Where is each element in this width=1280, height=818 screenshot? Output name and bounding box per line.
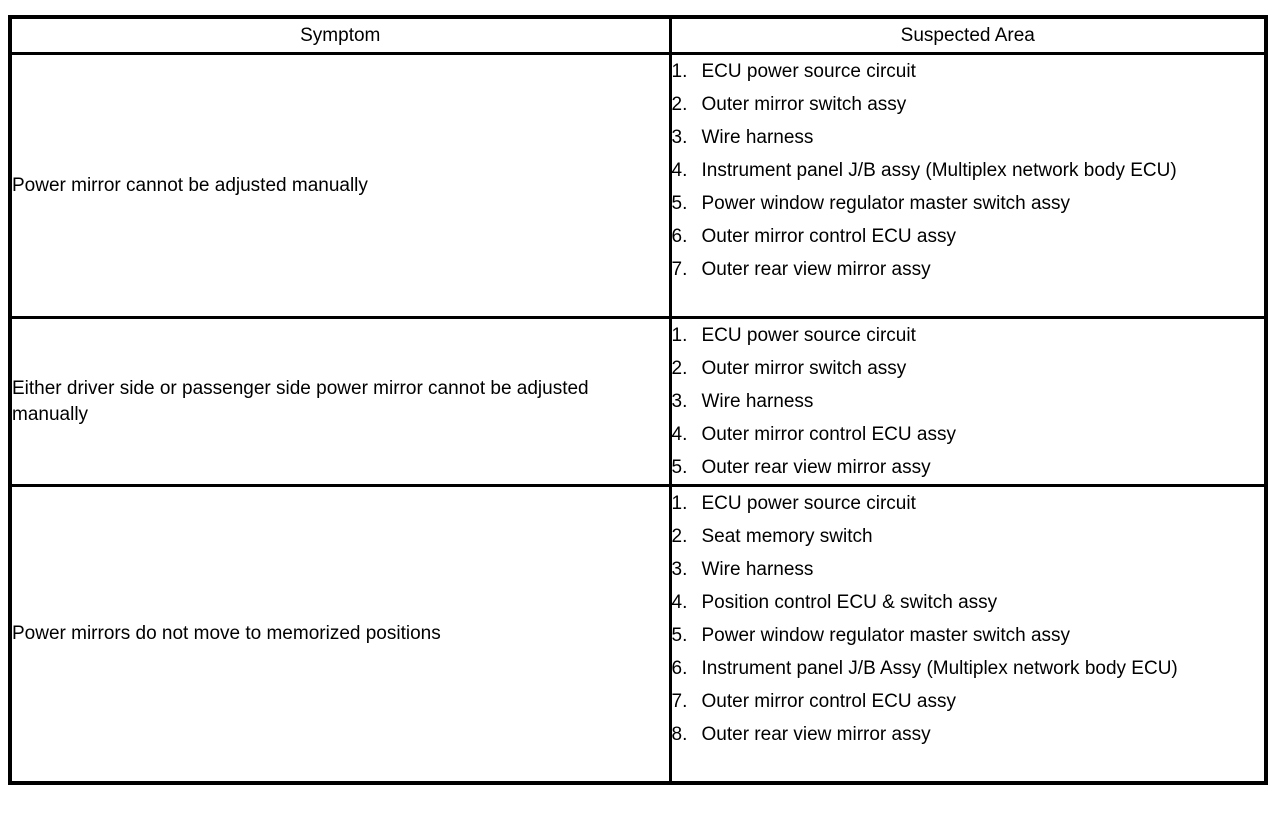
list-item-text: Seat memory switch: [701, 526, 873, 547]
suspected-area-column-header: Suspected Area: [668, 15, 1268, 55]
list-item-number: 7.: [671, 259, 688, 280]
list-item: 6. Outer mirror control ECU assy: [672, 220, 1265, 253]
list-item-number: 7.: [671, 691, 688, 712]
symptom-suspected-area-table: Symptom Suspected Area Power mirror cann…: [8, 15, 1268, 785]
list-item-text: Outer mirror control ECU assy: [701, 226, 956, 247]
list-item-number: 4.: [671, 424, 688, 445]
list-item: 2. Outer mirror switch assy: [672, 88, 1265, 121]
list-item-number: 3.: [671, 391, 688, 412]
list-item-text: Outer rear view mirror assy: [701, 457, 931, 478]
list-item-number: 4.: [671, 160, 688, 181]
symptom-text: Either driver side or passenger side pow…: [12, 377, 589, 425]
list-item: 5. Power window regulator master switch a…: [672, 619, 1265, 652]
symptom-column-header: Symptom: [8, 15, 672, 55]
list-item-number: 5.: [671, 625, 688, 646]
suspected-area-cell: 1. ECU power source circuit 2. Outer mirror…: [668, 52, 1268, 319]
list-item-text: Outer rear view mirror assy: [701, 259, 931, 280]
list-item-number: 1.: [671, 61, 688, 82]
list-item: 3. Wire harness: [672, 121, 1265, 154]
list-item: 1. ECU power source circuit: [672, 487, 1265, 520]
list-item-number: 2.: [671, 526, 688, 547]
list-item-text: Instrument panel J/B Assy (Multiplex net…: [701, 658, 1178, 679]
list-item: 2. Seat memory switch: [672, 520, 1265, 553]
table-row: Power mirrors do not move to memorized p…: [8, 484, 1268, 784]
list-item-text: Outer mirror control ECU assy: [701, 691, 956, 712]
list-item-number: 1.: [671, 325, 688, 346]
symptom-cell: Power mirrors do not move to memorized p…: [8, 484, 672, 784]
list-item-text: Wire harness: [701, 559, 814, 580]
list-item: 4. Instrument panel J/B assy (Multiplex n…: [672, 154, 1265, 187]
list-item-number: 8.: [671, 724, 688, 745]
list-item-text: Instrument panel J/B assy (Multiplex net…: [701, 160, 1177, 181]
list-item: 4. Position control ECU & switch assy: [672, 586, 1265, 619]
header-row: Symptom Suspected Area: [8, 15, 1268, 55]
list-item: 7. Outer rear view mirror assy: [672, 253, 1265, 286]
list-item: 5. Outer rear view mirror assy: [672, 451, 1265, 484]
list-item-text: Power window regulator master switch ass…: [701, 625, 1071, 646]
list-item: 3. Wire harness: [672, 385, 1265, 418]
list-item-text: ECU power source circuit: [701, 493, 916, 514]
suspected-area-cell: 1. ECU power source circuit 2. Outer mirror…: [668, 316, 1268, 487]
list-item: 1. ECU power source circuit: [672, 319, 1265, 352]
list-item-number: 5.: [671, 457, 688, 478]
list-item-text: Outer mirror control ECU assy: [701, 424, 956, 445]
list-item: 4. Outer mirror control ECU assy: [672, 418, 1265, 451]
table-row: Power mirror cannot be adjusted manually…: [8, 52, 1268, 319]
list-item-number: 3.: [671, 127, 688, 148]
symptom-text: Power mirror cannot be adjusted manually: [12, 174, 368, 196]
table-row: Either driver side or passenger side pow…: [8, 316, 1268, 487]
list-item-number: 6.: [671, 226, 688, 247]
list-item-text: Power window regulator master switch ass…: [701, 193, 1071, 214]
list-item: 8. Outer rear view mirror assy: [672, 718, 1265, 751]
symptom-text: Power mirrors do not move to memorized p…: [12, 622, 441, 644]
list-item-number: 6.: [671, 658, 688, 679]
list-item-number: 1.: [671, 493, 688, 514]
list-item-text: Position control ECU & switch assy: [701, 592, 998, 613]
list-item: 6. Instrument panel J/B Assy (Multiplex n…: [672, 652, 1265, 685]
list-item-text: Outer rear view mirror assy: [701, 724, 931, 745]
list-item-text: Outer mirror switch assy: [701, 358, 907, 379]
suspected-area-cell: 1. ECU power source circuit 2. Seat memory …: [668, 484, 1268, 784]
list-item-text: Wire harness: [701, 127, 814, 148]
list-item-number: 2.: [671, 94, 688, 115]
list-item-text: ECU power source circuit: [701, 325, 916, 346]
list-item: 2. Outer mirror switch assy: [672, 352, 1265, 385]
list-item-number: 4.: [671, 592, 688, 613]
list-item: 5. Power window regulator master switch a…: [672, 187, 1265, 220]
list-item: 7. Outer mirror control ECU assy: [672, 685, 1265, 718]
list-item-number: 5.: [671, 193, 688, 214]
list-item: 3. Wire harness: [672, 553, 1265, 586]
symptom-cell: Either driver side or passenger side pow…: [8, 316, 672, 487]
list-item-text: Outer mirror switch assy: [701, 94, 907, 115]
list-item-number: 3.: [671, 559, 688, 580]
list-item-text: ECU power source circuit: [701, 61, 916, 82]
list-item-text: Wire harness: [701, 391, 814, 412]
list-item-number: 2.: [671, 358, 688, 379]
table-body: Power mirror cannot be adjusted manually…: [8, 52, 1268, 784]
list-item: 1. ECU power source circuit: [672, 55, 1265, 88]
symptom-cell: Power mirror cannot be adjusted manually: [8, 52, 672, 319]
